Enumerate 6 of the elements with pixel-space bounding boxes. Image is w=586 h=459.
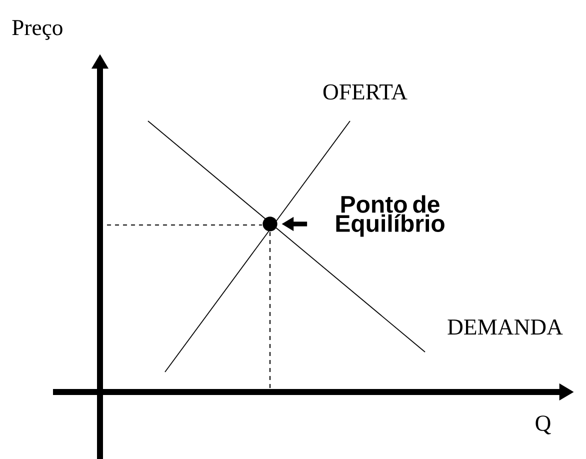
equilibrium-dot: [262, 216, 278, 232]
axis-label: Preço: [12, 20, 62, 40]
axis-label: Q: [536, 416, 551, 434]
axis-label: OFERTA: [323, 84, 408, 100]
axis-label: DEMANDA: [448, 319, 563, 334]
callout-text: Ponto de Equilíbrio: [336, 195, 444, 237]
